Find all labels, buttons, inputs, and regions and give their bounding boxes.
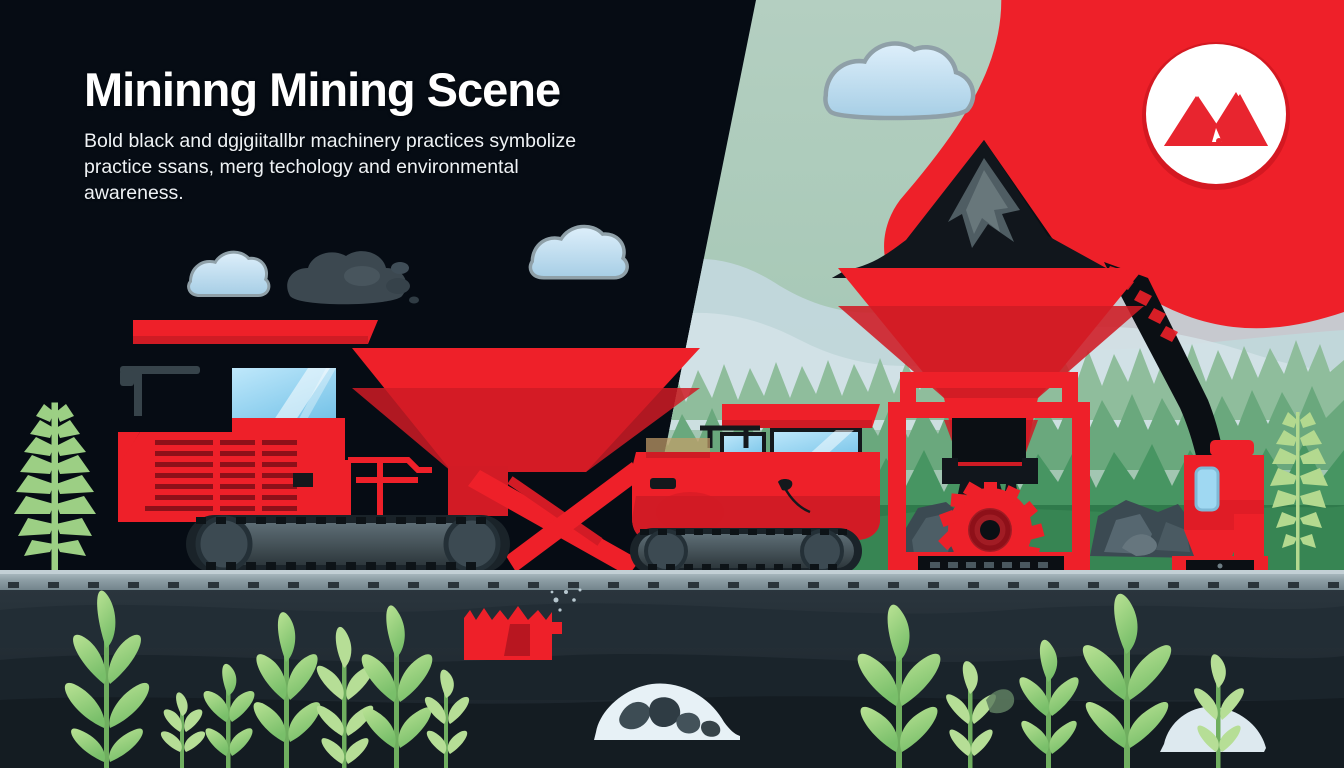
plant-13 (986, 689, 1015, 714)
machine-sparks (550, 588, 582, 612)
plant-8 (857, 604, 941, 768)
rail-strip (0, 570, 1344, 592)
small-red-machine (464, 588, 582, 660)
cloud-mid (528, 224, 629, 280)
soil-layer-1 (0, 603, 1344, 648)
fern-right (1270, 412, 1328, 572)
plant-2 (160, 692, 206, 768)
plant-11 (1082, 593, 1172, 768)
right-bulldozer (630, 404, 880, 574)
smoke-plume (287, 251, 419, 305)
mountain-m-logo[interactable] (1142, 42, 1290, 190)
plant-6 (361, 605, 433, 768)
plant-10 (1019, 639, 1079, 768)
fern-left-fronds (14, 404, 96, 556)
plant-12 (1194, 654, 1244, 768)
excavator-track (186, 515, 510, 573)
grille (145, 440, 297, 511)
fern-right-fronds (1270, 412, 1328, 548)
forest-far (640, 340, 1344, 420)
coal-mountain (832, 140, 1118, 278)
rail-ties (8, 582, 1339, 588)
cloud-left (187, 250, 271, 297)
crusher-rig (888, 372, 1090, 585)
rock-pile-right (1090, 500, 1200, 558)
plant-7 (424, 669, 470, 768)
underground-soil (0, 588, 1344, 768)
silo-unit (1172, 440, 1268, 576)
plant-4 (253, 612, 321, 768)
cloud-right (823, 41, 976, 121)
foreground-plants (64, 590, 1266, 768)
coal-rock-mound (594, 683, 740, 740)
snow-tuft (1160, 706, 1266, 752)
plant-1 (64, 590, 150, 768)
fern-left (14, 402, 96, 574)
bulldozer-track (630, 528, 862, 574)
plant-3 (203, 663, 255, 768)
left-excavator (118, 320, 700, 576)
plant-5 (316, 626, 374, 768)
